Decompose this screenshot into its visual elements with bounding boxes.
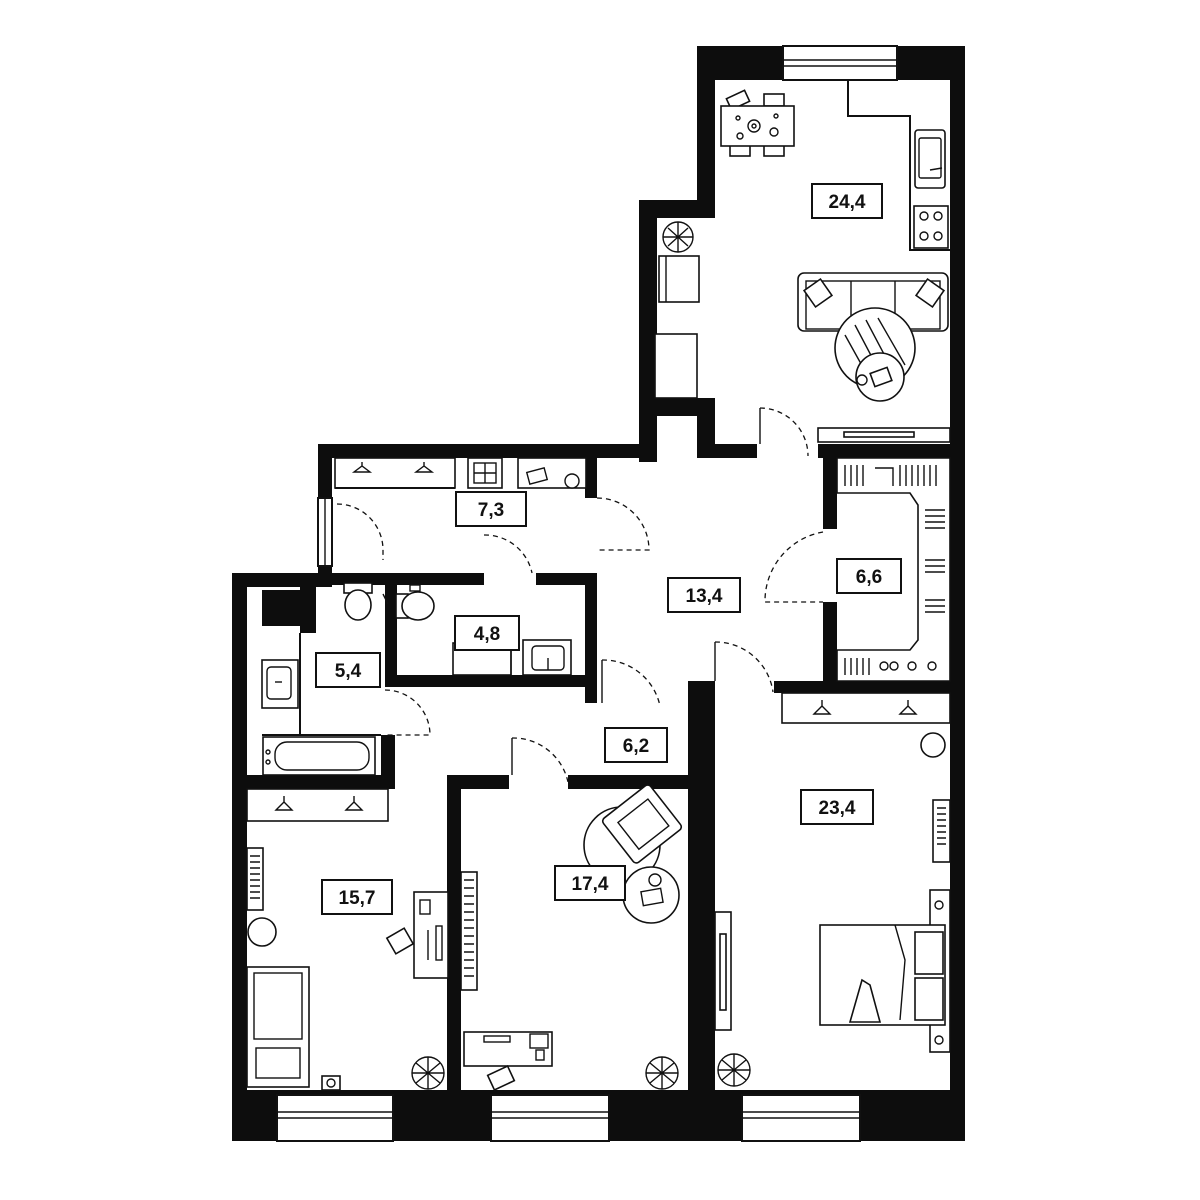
window-kitchen xyxy=(782,45,898,81)
area-label-bedroom-left: 15,7 xyxy=(321,879,393,915)
kitchen-furniture xyxy=(654,80,951,443)
windows xyxy=(276,45,898,1142)
plant-icon xyxy=(645,1056,679,1090)
stove-icon xyxy=(913,205,949,249)
area-label-hall: 13,4 xyxy=(667,577,741,613)
coffee-table-icon xyxy=(855,352,905,402)
area-label-bathroom: 5,4 xyxy=(315,652,381,688)
armchair-icon xyxy=(658,255,700,303)
svg-text:23,4: 23,4 xyxy=(819,798,856,819)
svg-text:13,4: 13,4 xyxy=(686,586,723,607)
svg-text:6,6: 6,6 xyxy=(856,567,882,588)
svg-text:6,2: 6,2 xyxy=(623,736,649,757)
plant-icon xyxy=(662,221,694,253)
area-labels: 24,4 7,3 13,4 6,6 4,8 5,4 6,2 15,7 xyxy=(315,183,902,915)
svg-text:24,4: 24,4 xyxy=(829,192,866,213)
window-master-bedroom xyxy=(741,1094,861,1142)
svg-text:4,8: 4,8 xyxy=(474,624,500,645)
bathroom-furniture xyxy=(261,582,389,776)
middle-bedroom-furniture xyxy=(460,784,683,1091)
plant-icon xyxy=(411,1056,445,1090)
svg-text:17,4: 17,4 xyxy=(572,874,609,895)
sink-icon xyxy=(914,129,946,189)
window-bedroom-left xyxy=(276,1094,394,1142)
toilet-icon xyxy=(343,582,373,621)
toilet-furniture xyxy=(395,584,572,676)
armchair-icon xyxy=(247,917,277,947)
armchair-icon xyxy=(583,784,683,884)
desk-icon xyxy=(463,1031,553,1091)
window-bedroom-middle xyxy=(490,1094,610,1142)
master-bedroom-furniture xyxy=(714,692,951,1087)
svg-text:5,4: 5,4 xyxy=(335,661,362,682)
dining-table-icon xyxy=(720,89,795,157)
coffee-table-icon xyxy=(622,866,680,924)
bed-icon xyxy=(246,966,310,1088)
area-label-corridor: 6,2 xyxy=(604,727,668,763)
plant-icon xyxy=(717,1053,751,1087)
svg-text:15,7: 15,7 xyxy=(339,888,376,909)
area-label-dressing-room: 6,6 xyxy=(836,558,902,594)
window-closet xyxy=(317,497,333,567)
washing-machine-icon xyxy=(467,457,503,489)
area-label-closet-entry: 7,3 xyxy=(455,491,527,527)
area-label-master-bedroom: 23,4 xyxy=(800,789,874,825)
sink-icon xyxy=(522,639,572,676)
bed-icon xyxy=(819,889,951,1053)
door-swings xyxy=(336,407,824,783)
sink-icon xyxy=(261,659,299,709)
area-label-living-kitchen: 24,4 xyxy=(811,183,883,219)
tv-icon xyxy=(817,427,951,443)
cabinet-icon xyxy=(654,333,698,399)
bathtub-icon xyxy=(262,736,376,776)
tv-icon xyxy=(714,911,732,1031)
closet-furniture xyxy=(334,457,587,489)
desk-icon xyxy=(385,891,449,979)
toilet-icon xyxy=(395,584,435,621)
svg-text:7,3: 7,3 xyxy=(478,500,504,521)
dressing-room-furniture xyxy=(836,457,951,682)
armchair-icon xyxy=(920,732,946,758)
interior-walls xyxy=(247,444,965,1091)
area-label-bedroom-middle: 17,4 xyxy=(554,865,626,901)
area-label-toilet: 4,8 xyxy=(454,615,520,651)
left-bedroom-furniture xyxy=(246,788,449,1091)
